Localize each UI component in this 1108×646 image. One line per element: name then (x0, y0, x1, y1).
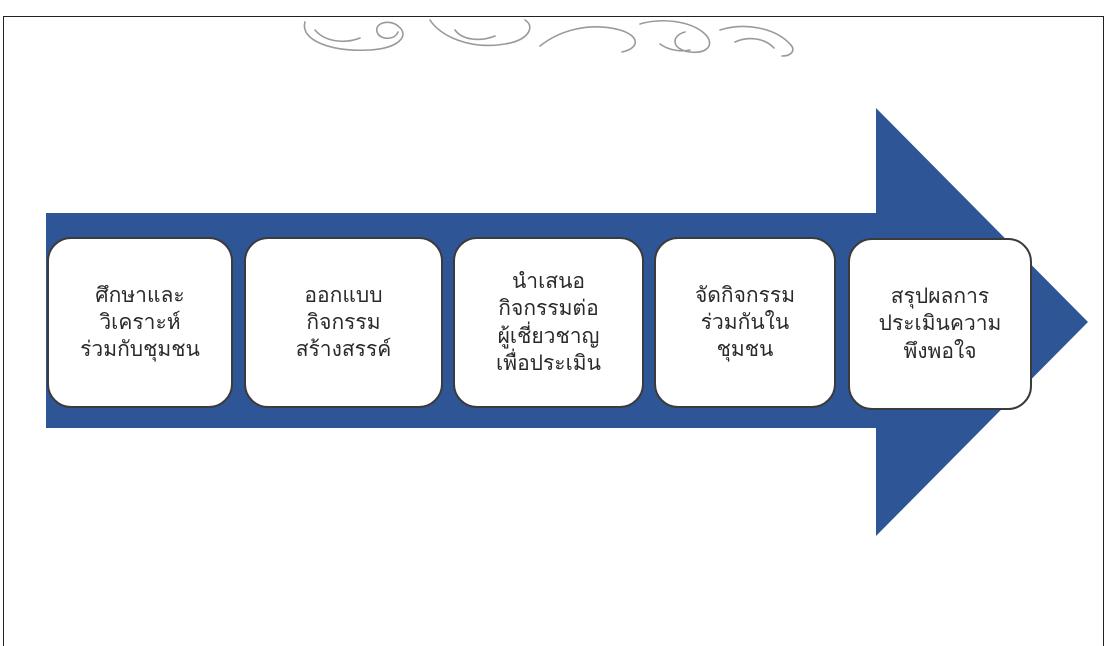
step-4-label: จัดกิจกรรม ร่วมกันใน ชุมชน (694, 282, 796, 362)
step-1-label: ศึกษาและ วิเคราะห์ ร่วมกับชุมชน (80, 282, 200, 362)
step-5-box: สรุปผลการ ประเมินความ พึงพอใจ (848, 238, 1032, 410)
step-2-box: ออกแบบ กิจกรรม สร้างสรรค์ (244, 237, 443, 408)
slide-frame (3, 16, 1104, 646)
step-3-box: นำเสนอ กิจกรรมต่อ ผู้เชี่ยวชาญ เพื่อประเ… (453, 237, 644, 408)
step-4-box: จัดกิจกรรม ร่วมกันใน ชุมชน (654, 237, 836, 408)
step-3-label: นำเสนอ กิจกรรมต่อ ผู้เชี่ยวชาญ เพื่อประเ… (496, 268, 601, 375)
step-5-label: สรุปผลการ ประเมินความ พึงพอใจ (878, 284, 1002, 363)
step-2-label: ออกแบบ กิจกรรม สร้างสรรค์ (295, 282, 392, 362)
step-1-box: ศึกษาและ วิเคราะห์ ร่วมกับชุมชน (47, 237, 233, 408)
watermark-seal (303, 19, 794, 57)
